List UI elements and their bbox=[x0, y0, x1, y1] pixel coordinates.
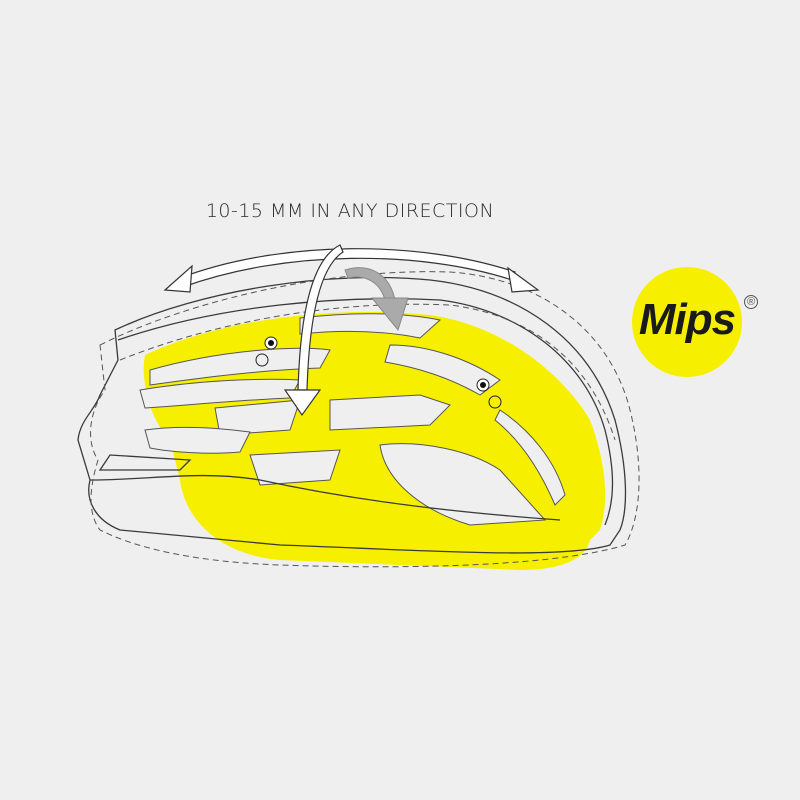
mips-logo-text: Mips bbox=[638, 295, 736, 344]
rotation-double-arrow-icon bbox=[163, 248, 540, 293]
helmet-vents bbox=[139, 313, 566, 526]
pivot-anchor-front bbox=[255, 336, 278, 367]
registered-trademark-icon: ® bbox=[744, 295, 758, 309]
movement-caption: 10-15 MM IN ANY DIRECTION bbox=[205, 200, 495, 222]
downward-force-arrow-icon bbox=[283, 244, 344, 417]
pivot-anchor-rear bbox=[476, 378, 502, 409]
shift-arrow-icon bbox=[344, 267, 409, 332]
helmet-displaced-outline bbox=[90, 271, 640, 568]
mips-logo: Mips bbox=[632, 267, 742, 377]
